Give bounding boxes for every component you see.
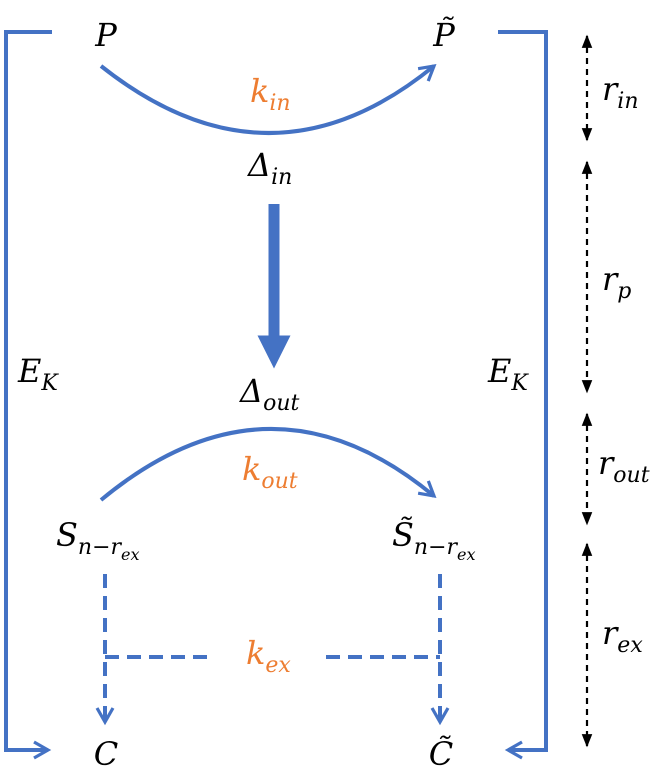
left-bracket-arrow: [4, 30, 52, 760]
S-subsub: ex: [121, 545, 140, 564]
label-C-tilde: C̃: [429, 735, 453, 773]
E-K-left-sub: K: [40, 371, 59, 396]
label-S: Sn−rex: [56, 516, 140, 564]
label-P-tilde: P̃: [432, 16, 455, 54]
label-delta-in: Δin: [246, 146, 292, 190]
k-in-sub: in: [269, 91, 290, 116]
k-ex-sub: ex: [265, 653, 291, 678]
label-E-K-right: EK: [487, 352, 529, 396]
r-p-sub: p: [617, 279, 631, 304]
delta-out-sub: out: [263, 391, 299, 416]
label-r-p: rp: [602, 260, 631, 304]
label-k-ex: kex: [246, 634, 291, 678]
E-K-right-sub: K: [510, 371, 529, 396]
r-in-sub: in: [617, 89, 638, 114]
label-r-ex: rex: [602, 614, 643, 658]
label-E-K-left: EK: [17, 352, 59, 396]
k-out-arc-arrow: [99, 427, 437, 502]
right-bracket-arrow: [498, 30, 548, 760]
k-in-arc-arrow: [99, 63, 437, 135]
label-P: P: [94, 16, 117, 54]
S-sub: n−r: [78, 535, 123, 560]
S-tilde-sub: n−r: [414, 535, 459, 560]
label-k-in: kin: [250, 72, 291, 116]
delta-in-sub: in: [271, 165, 292, 190]
r-ex-sub: ex: [617, 633, 643, 658]
label-r-out: rout: [598, 444, 650, 488]
label-C: C: [94, 735, 118, 773]
label-delta-out: Δout: [238, 372, 300, 416]
label-k-out: kout: [242, 450, 298, 494]
S-tilde-subsub: ex: [457, 545, 476, 564]
label-S-tilde: S̃n−rex: [392, 516, 476, 564]
r-out-sub: out: [613, 463, 649, 488]
k-out-sub: out: [261, 469, 297, 494]
label-r-in: rin: [602, 70, 639, 114]
